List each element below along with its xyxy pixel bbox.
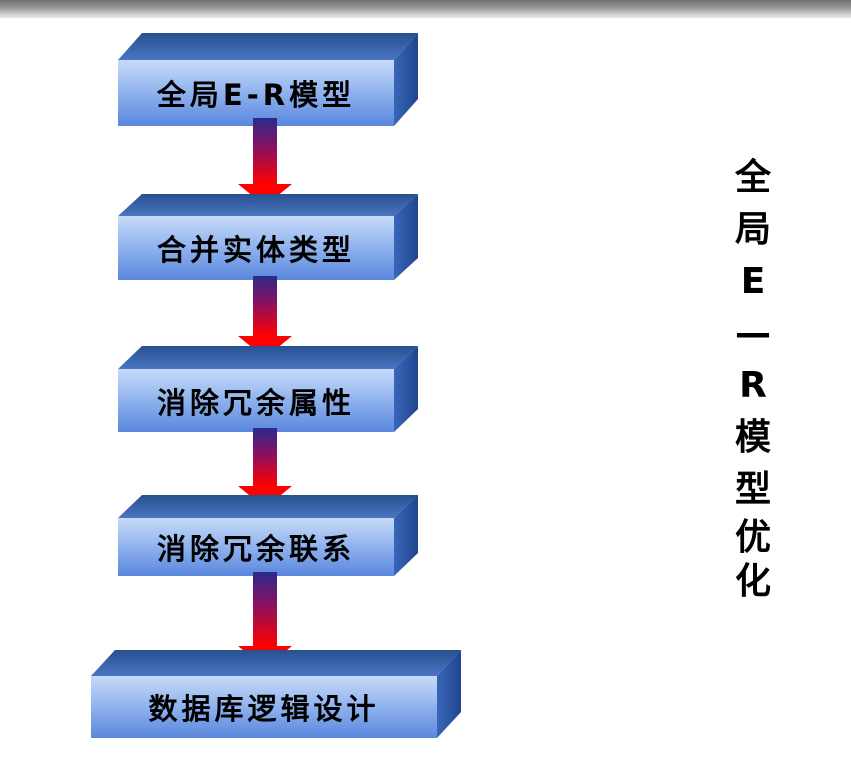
flow-box-4 — [118, 495, 418, 576]
flow-box-5-front — [91, 676, 437, 738]
flow-box-3 — [118, 346, 418, 432]
flow-box-3-side — [394, 346, 418, 432]
flow-box-2-top — [118, 194, 418, 216]
flow-box-1-front — [118, 60, 394, 126]
flow-step-label-1: 全局E-R模型 — [156, 78, 356, 112]
flow-arrow-2 — [238, 276, 292, 358]
side-title-char: R — [739, 365, 767, 406]
flow-step-label-2: 合并实体类型 — [156, 233, 355, 267]
flow-box-5-side — [437, 650, 461, 738]
side-title-char: 模 — [734, 417, 771, 458]
flow-box-1-side — [394, 33, 418, 126]
side-title-char: 局 — [734, 209, 771, 250]
flow-arrow-4-shaft — [253, 572, 277, 646]
side-title-char: 优 — [734, 517, 771, 558]
flow-arrow-1 — [238, 118, 292, 206]
flow-box-2 — [118, 194, 418, 280]
side-title: 全 局 E — R 模 型 优 化 — [728, 152, 778, 604]
flow-box-3-top — [118, 346, 418, 369]
flow-arrow-3 — [238, 428, 292, 508]
flow-step-label-5: 数据库逻辑设计 — [148, 692, 380, 726]
flow-box-2-side — [394, 194, 418, 280]
flow-step-label-3: 消除冗余属性 — [156, 385, 355, 420]
flow-box-4-side — [394, 495, 418, 576]
flow-box-2-front — [118, 216, 394, 280]
slide-top-bar — [0, 0, 851, 18]
flow-box-4-front — [118, 518, 394, 576]
flow-box-5 — [91, 650, 461, 738]
flow-box-1-top — [118, 33, 418, 60]
side-title-char: 全 — [734, 157, 771, 198]
side-title-char: 型 — [734, 469, 771, 510]
flow-box-3-front — [118, 369, 394, 432]
side-title-char: E — [740, 261, 766, 302]
flow-box-1 — [118, 33, 418, 126]
flow-arrow-1-shaft — [253, 118, 277, 184]
flow-step-label-4: 消除冗余联系 — [156, 532, 355, 566]
flow-box-5-top — [91, 650, 461, 676]
flow-arrow-2-shaft — [253, 276, 277, 336]
flow-arrow-3-shaft — [253, 428, 277, 486]
side-title-char: — — [735, 313, 771, 354]
side-title-char: 化 — [734, 561, 771, 602]
flow-box-4-top — [118, 495, 418, 518]
